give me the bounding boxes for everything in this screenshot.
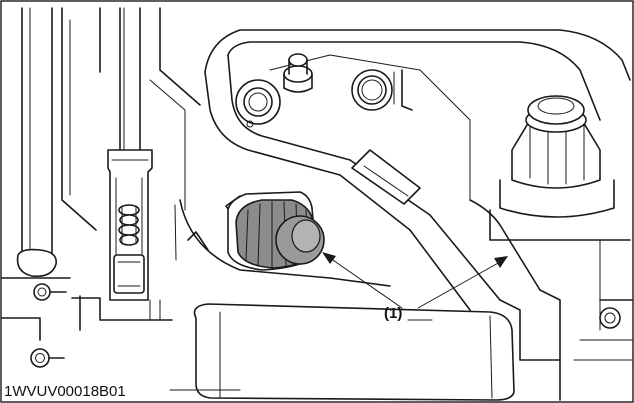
upper-pin-boss — [283, 53, 313, 93]
slotted-bracket — [351, 69, 421, 205]
left-upper-panel — [61, 7, 201, 231]
figure-code: 1WVUV00018B01 — [4, 383, 126, 400]
figure-code-group — [2, 376, 241, 400]
filler-cap — [511, 95, 601, 189]
highlighted-cap-assembly — [225, 191, 325, 271]
left-bolt-lower — [30, 348, 65, 368]
callout-label-1: (1) — [384, 305, 402, 322]
lower-tank — [193, 303, 515, 401]
bolt-stack — [118, 204, 140, 246]
round-port-left — [235, 79, 281, 128]
callout-leaders — [322, 252, 508, 321]
round-port-right — [351, 69, 393, 111]
inner-panel-curve — [174, 199, 391, 287]
left-base-plate — [1, 277, 173, 341]
vertical-rod — [119, 7, 141, 151]
left-frame-tube — [16, 7, 57, 278]
right-bolt — [599, 299, 633, 329]
left-bolt-upper — [33, 283, 67, 301]
